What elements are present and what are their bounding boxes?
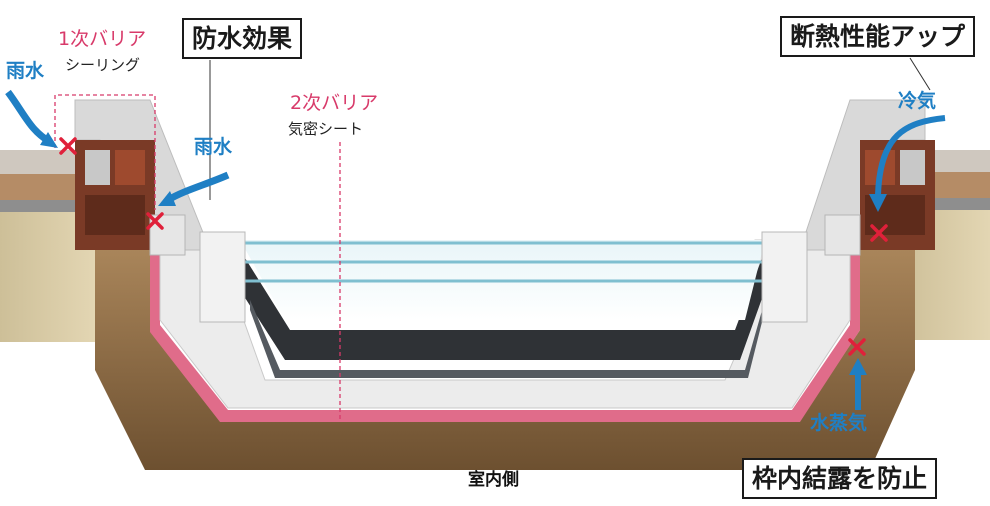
insulation-title: 断熱性能アップ	[780, 16, 976, 57]
outer-frame-left	[74, 99, 211, 256]
wood-frame	[95, 250, 915, 470]
sash-channel	[240, 250, 765, 360]
inner-sash-right	[761, 231, 808, 323]
barrier1-title: 1次バリア	[58, 28, 147, 50]
cold-air-arrow	[869, 115, 946, 212]
waterproof-title: 防水効果	[182, 18, 303, 59]
airtight-sheet	[150, 255, 860, 422]
barrier2-title: 2次バリア	[290, 92, 379, 114]
cross-mark-icon	[848, 338, 866, 356]
rain-arrow-outer	[5, 89, 58, 148]
barrier2-sub: 気密シート	[288, 120, 364, 138]
interior-side-label: 室内側	[468, 470, 519, 490]
insulation-leader-line	[909, 57, 931, 91]
rain-outer-label: 雨水	[6, 60, 45, 82]
glass-pane	[240, 240, 765, 320]
cold-air-label: 冷気	[898, 90, 937, 112]
condensation-title: 枠内結露を防止	[742, 458, 938, 499]
vapor-label: 水蒸気	[810, 412, 868, 434]
barrier1-sub: シーリング	[65, 56, 141, 74]
inner-sash-left	[199, 231, 246, 323]
vapor-arrow	[849, 358, 867, 410]
barrier-callout-lines	[54, 94, 341, 420]
rain-inner-label: 雨水	[194, 136, 233, 158]
cross-mark-icon	[870, 224, 888, 242]
cross-mark-icon	[59, 137, 77, 155]
rain-arrow-inner	[158, 171, 230, 206]
cross-mark-icon	[146, 212, 164, 230]
